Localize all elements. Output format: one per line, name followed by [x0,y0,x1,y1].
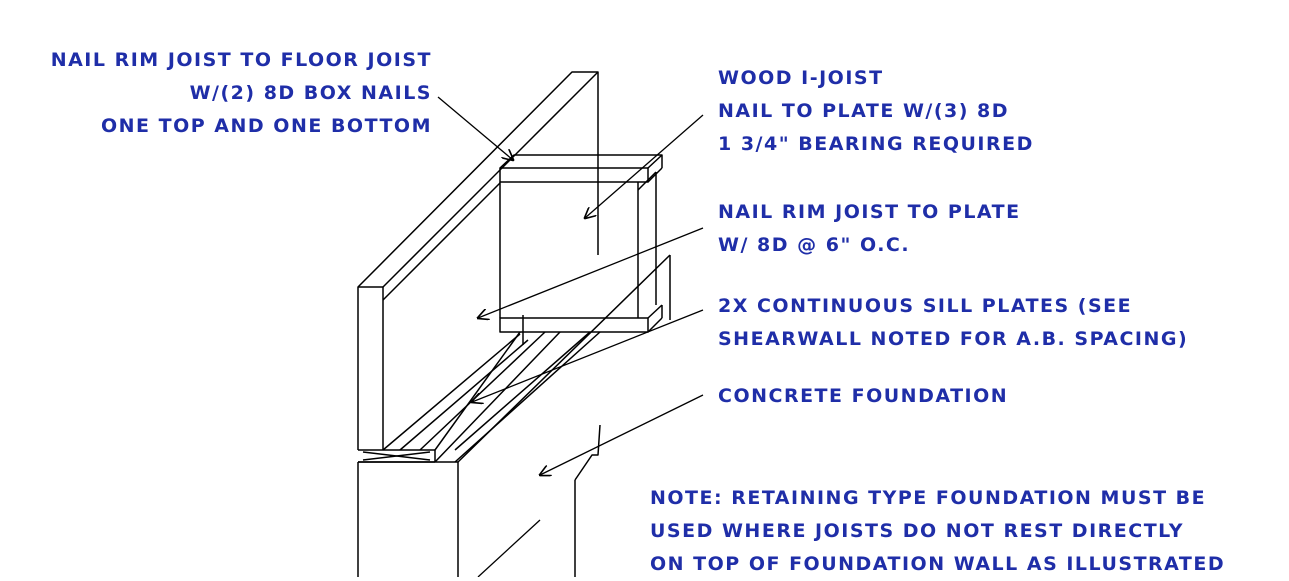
wood-i-joist [499,154,663,345]
label-concrete-foundation: CONCRETE FOUNDATION [718,380,1008,413]
leader-sill-plates [472,309,704,402]
label-line: W/ 8d @ 6" O.C. [718,234,911,256]
rim-joist [357,71,599,450]
leader-rim-to-floor [437,96,513,160]
label-line: 1 3/4" BEARING REQUIRED [718,133,1034,155]
note-line: NOTE: RETAINING TYPE FOUNDATION MUST BE [650,487,1207,509]
label-rim-to-floor-joist: NAIL RIM JOIST TO FLOOR JOIST W/(2) 8d B… [51,44,432,143]
label-line: W/(2) 8d BOX NAILS [189,82,432,104]
label-sill-plates: 2X CONTINUOUS SILL PLATES (SEE SHEARWALL… [718,290,1188,356]
label-line: SHEARWALL NOTED FOR A.B. SPACING) [718,328,1189,350]
note-line: USED WHERE JOISTS DO NOT REST DIRECTLY [650,520,1185,542]
label-line: CONCRETE FOUNDATION [718,385,1009,407]
label-wood-i-joist: WOOD I-JOIST NAIL TO PLATE W/(3) 8d 1 3/… [718,62,1034,161]
label-line: NAIL RIM JOIST TO PLATE [718,201,1021,223]
label-line: WOOD I-JOIST [718,67,884,89]
note-line: ON TOP OF FOUNDATION WALL AS ILLUSTRATED [650,553,1226,575]
concrete-foundation [357,254,671,577]
label-rim-to-plate: NAIL RIM JOIST TO PLATE W/ 8d @ 6" O.C. [718,196,1021,262]
leader-rim-to-plate [478,227,704,318]
sill-plates [358,331,601,463]
leader-note [477,519,541,577]
note-retaining-foundation: NOTE: RETAINING TYPE FOUNDATION MUST BE … [650,482,1225,581]
leader-i-joist [585,114,704,218]
leader-foundation [540,394,704,475]
label-line: NAIL TO PLATE W/(3) 8d [718,100,1010,122]
label-line: ONE TOP AND ONE BOTTOM [101,115,432,137]
label-line: NAIL RIM JOIST TO FLOOR JOIST [50,49,432,71]
label-line: 2X CONTINUOUS SILL PLATES (SEE [718,295,1133,317]
